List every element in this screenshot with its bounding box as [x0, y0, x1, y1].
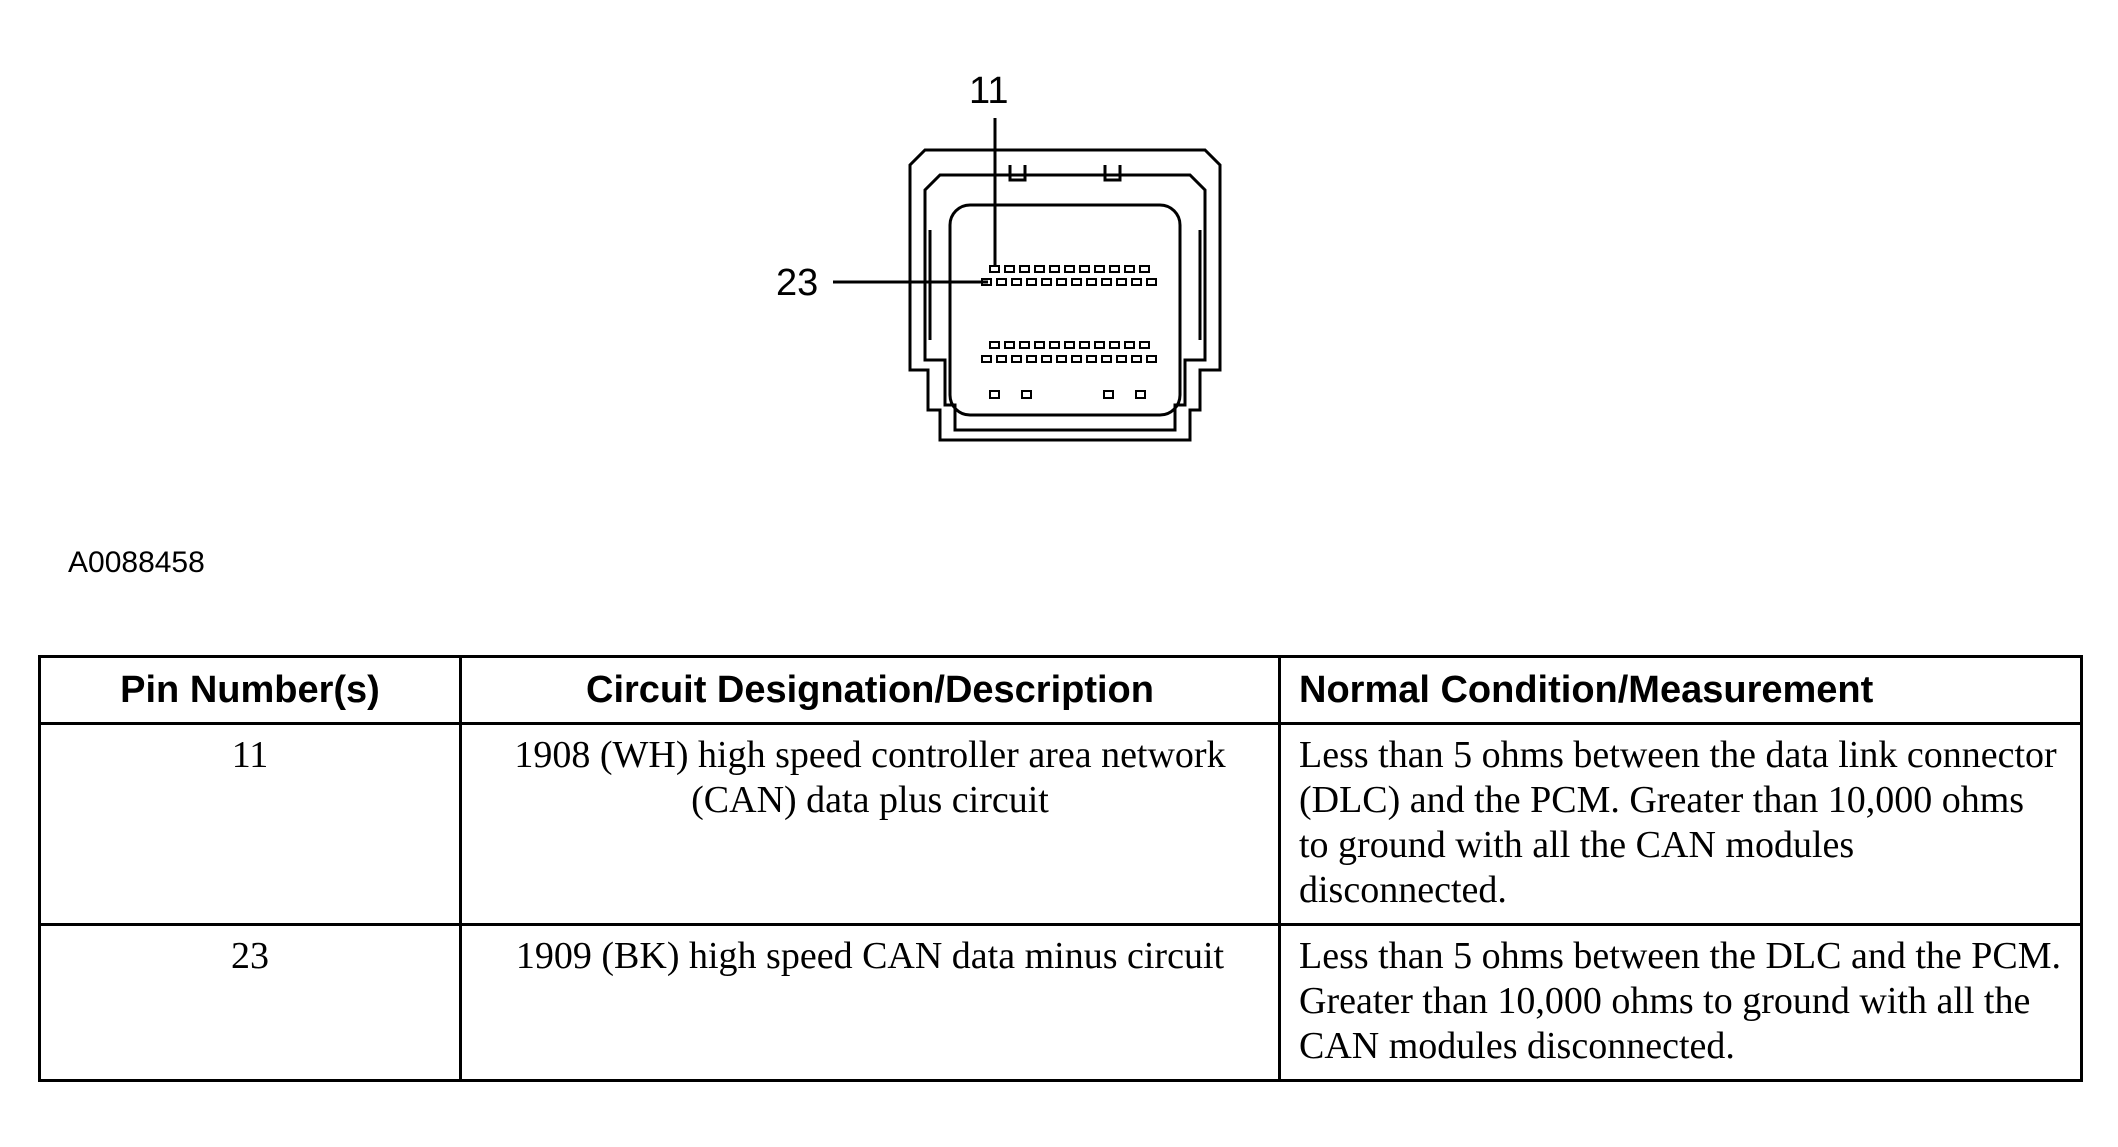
- terminal-pin: [1116, 278, 1127, 286]
- connector-inner-wall: [923, 173, 1207, 432]
- header-normal-condition: Normal Condition/Measurement: [1278, 655, 2083, 725]
- header-circuit-designation: Circuit Designation/Description: [459, 655, 1281, 725]
- terminal-pin: [981, 355, 992, 363]
- callout-label-pin-23: 23: [776, 262, 819, 304]
- terminal-pin: [1056, 355, 1067, 363]
- terminal-pin: [996, 278, 1007, 286]
- terminal-pin: [1064, 265, 1075, 273]
- connector-housing-outline: [908, 148, 1222, 442]
- terminal-pin: [1146, 355, 1157, 363]
- terminal-pin: [1079, 265, 1090, 273]
- terminal-pin: [1101, 278, 1112, 286]
- terminal-pin: [1056, 278, 1067, 286]
- terminal-pin: [1064, 341, 1075, 349]
- terminal-pin: [1041, 355, 1052, 363]
- terminal-pin: [1011, 355, 1022, 363]
- terminal-pin: [1124, 265, 1135, 273]
- terminal-pin: [1094, 341, 1105, 349]
- terminal-pin: [1086, 278, 1097, 286]
- terminal-pin: [1135, 390, 1146, 399]
- terminal-pin: [989, 341, 1000, 349]
- terminal-pin: [1041, 278, 1052, 286]
- terminal-pin: [1019, 265, 1030, 273]
- terminal-pin: [1034, 265, 1045, 273]
- terminal-pin: [1021, 390, 1032, 399]
- cell-circuit: 1909 (BK) high speed CAN data minus circ…: [459, 923, 1281, 1082]
- connector-diagram: 11 23: [0, 0, 2118, 520]
- terminal-pin: [1004, 341, 1015, 349]
- terminal-pin: [1026, 278, 1037, 286]
- cell-condition: Less than 5 ohms between the data link c…: [1278, 722, 2083, 926]
- terminal-pin: [1094, 265, 1105, 273]
- terminal-pins: [981, 265, 1157, 399]
- terminal-pin: [1131, 278, 1142, 286]
- terminal-pin: [1131, 355, 1142, 363]
- cell-circuit: 1908 (WH) high speed controller area net…: [459, 722, 1281, 926]
- connector-latch-tabs: [1008, 165, 1122, 182]
- terminal-pin: [1109, 265, 1120, 273]
- terminal-pin: [1109, 341, 1120, 349]
- cell-pin: 11: [38, 722, 462, 926]
- terminal-pin: [1049, 265, 1060, 273]
- pin-table: Pin Number(s) Circuit Designation/Descri…: [38, 655, 2083, 1082]
- table-row: 23 1909 (BK) high speed CAN data minus c…: [38, 923, 2083, 1082]
- terminal-pin: [996, 355, 1007, 363]
- terminal-pin: [989, 390, 1000, 399]
- terminal-pin: [1139, 341, 1150, 349]
- terminal-pin: [1101, 355, 1112, 363]
- connector-side-guides: [928, 230, 1202, 340]
- terminal-pin: [1019, 341, 1030, 349]
- terminal-pin: [1034, 341, 1045, 349]
- table-row: 11 1908 (WH) high speed controller area …: [38, 722, 2083, 926]
- terminal-pin: [1079, 341, 1090, 349]
- terminal-pin: [1146, 278, 1157, 286]
- terminal-pin: [1139, 265, 1150, 273]
- terminal-pin: [1011, 278, 1022, 286]
- header-pin-numbers: Pin Number(s): [38, 655, 462, 725]
- callout-label-pin-11: 11: [969, 70, 1009, 112]
- terminal-cavity-area: [948, 203, 1182, 417]
- table-header-row: Pin Number(s) Circuit Designation/Descri…: [38, 655, 2083, 725]
- terminal-pin: [1116, 355, 1127, 363]
- cell-pin: 23: [38, 923, 462, 1082]
- terminal-pin: [1071, 355, 1082, 363]
- terminal-pin: [1086, 355, 1097, 363]
- terminal-pin: [1004, 265, 1015, 273]
- terminal-pin: [1071, 278, 1082, 286]
- connector-face-drawing: [833, 118, 1222, 442]
- figure-reference-id: A0088458: [68, 546, 205, 579]
- terminal-pin: [1124, 341, 1135, 349]
- terminal-pin: [1103, 390, 1114, 399]
- terminal-pin: [1026, 355, 1037, 363]
- cell-condition: Less than 5 ohms between the DLC and the…: [1278, 923, 2083, 1082]
- terminal-pin: [989, 265, 1000, 273]
- terminal-pin: [1049, 341, 1060, 349]
